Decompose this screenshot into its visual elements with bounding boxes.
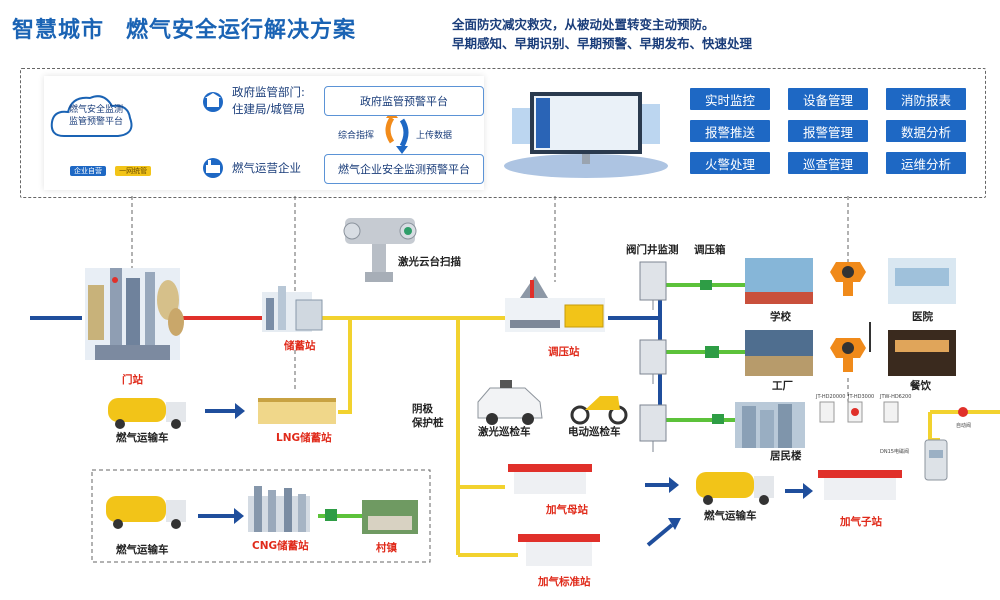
label-gas-truck-2: 燃气运输车 xyxy=(116,544,169,556)
lng-station-graphic xyxy=(258,398,336,424)
badge-row: 企业自营 一网统管 xyxy=(70,158,152,177)
label-dining: 餐饮 xyxy=(910,380,931,392)
page-title: 智慧城市燃气安全运行解决方案 xyxy=(12,12,356,44)
gate-station-graphic xyxy=(85,268,184,360)
label-pressure-station: 调压站 xyxy=(548,346,580,358)
gas-detectors xyxy=(830,262,871,372)
label-gas-truck-3: 燃气运输车 xyxy=(704,510,757,522)
feature-alarm-management[interactable]: 报警管理 xyxy=(788,120,868,142)
label-electric-patrol: 电动巡检车 xyxy=(568,426,621,438)
badge-self: 企业自营 xyxy=(70,166,106,176)
residential-devices xyxy=(819,401,968,481)
label-solenoid-valve: DN15电磁阀 xyxy=(880,449,909,455)
label-gas-truck-1: 燃气运输车 xyxy=(116,432,169,444)
gov-line2: 住建局/城管局 xyxy=(232,102,305,116)
label-gate-station: 门站 xyxy=(122,374,143,386)
gov-dept-label: 政府监管部门: 住建局/城管局 xyxy=(232,84,305,118)
label-cng-station: CNG储蓄站 xyxy=(252,540,309,552)
subtitle-line1: 全面防灾减灾救灾，从被动处置转变主动预防。 xyxy=(452,17,715,32)
gov-line1: 政府监管部门: xyxy=(232,85,305,99)
gov-platform-box[interactable]: 政府监管预警平台 xyxy=(324,86,484,116)
storage-station-graphic xyxy=(262,286,323,332)
dashed-guides xyxy=(131,196,849,410)
feature-fire-handling[interactable]: 火警处理 xyxy=(690,152,770,174)
government-building-icon xyxy=(203,92,223,112)
cathodic-line2: 保护桩 xyxy=(412,417,444,429)
label-village: 村镇 xyxy=(376,542,397,554)
label-school: 学校 xyxy=(770,311,791,323)
pressure-station-graphic xyxy=(505,276,605,332)
label-valve-well: 阀门井监测 xyxy=(626,244,679,256)
title-right: 燃气安全运行解决方案 xyxy=(126,18,357,43)
regulator-boxes xyxy=(325,280,724,521)
subtitle-line2: 早期感知、早期识别、早期预警、早期发布、快速处理 xyxy=(452,36,753,51)
laser-ptz-graphic xyxy=(343,218,417,282)
badge-unified: 一网统管 xyxy=(115,166,152,176)
label-laser-ptz: 激光云台扫描 xyxy=(398,256,461,268)
cloud-icon xyxy=(50,95,133,137)
feature-patrol-management[interactable]: 巡查管理 xyxy=(788,152,868,174)
upload-label: 上传数据 xyxy=(416,131,453,141)
patrol-vehicles xyxy=(477,380,628,425)
enterprise-platform-box[interactable]: 燃气企业安全监测预警平台 xyxy=(324,154,484,184)
cathodic-line1: 阴极 xyxy=(412,403,433,415)
label-storage-station: 储蓄站 xyxy=(284,340,316,352)
label-factory: 工厂 xyxy=(772,380,793,392)
label-device-3: JTW-HD6200 xyxy=(880,394,912,400)
label-device-1: JT-HD20000 xyxy=(816,394,846,400)
cloud-line2: 监管预警平台 xyxy=(68,117,123,127)
flow-arrows xyxy=(198,403,813,547)
label-laser-patrol: 激光巡检车 xyxy=(478,426,531,438)
valve-wells xyxy=(639,261,667,452)
label-standard-station: 加气标准站 xyxy=(538,576,591,588)
building-photos xyxy=(362,258,956,534)
feature-realtime-monitor[interactable]: 实时监控 xyxy=(690,88,770,110)
label-hospital: 医院 xyxy=(912,311,933,323)
feature-alarm-push[interactable]: 报警推送 xyxy=(690,120,770,142)
truck-graphics xyxy=(106,398,774,529)
title-left: 智慧城市 xyxy=(12,18,105,43)
cng-station-graphic xyxy=(248,486,310,532)
cloud-line1: 燃气安全监测 xyxy=(68,105,123,115)
feature-data-analysis[interactable]: 数据分析 xyxy=(886,120,966,142)
label-pressure-box: 调压箱 xyxy=(694,244,726,256)
cloud-platform-label: 燃气安全监测 监管预警平台 xyxy=(58,104,134,128)
feature-ops-analysis[interactable]: 运维分析 xyxy=(886,152,966,174)
feature-device-management[interactable]: 设备管理 xyxy=(788,88,868,110)
label-cathodic-pile: 阴极 保护桩 xyxy=(412,402,444,430)
command-label: 综合指挥 xyxy=(338,131,375,141)
label-lng-station: LNG储蓄站 xyxy=(276,432,332,444)
label-mother-station: 加气母站 xyxy=(546,504,588,516)
label-auto-valve: 自动阀 xyxy=(956,423,972,429)
label-device-2: JT-HD3000 xyxy=(848,394,875,400)
label-sub-station: 加气子站 xyxy=(840,516,882,528)
filling-stations xyxy=(508,464,902,566)
feature-fire-report[interactable]: 消防报表 xyxy=(886,88,966,110)
enterprise-label: 燃气运营企业 xyxy=(232,161,301,175)
label-residential: 居民楼 xyxy=(770,450,802,462)
cng-dashed-box xyxy=(91,469,431,563)
monitor-graphic xyxy=(504,92,668,178)
exchange-arrows-icon xyxy=(385,110,409,154)
factory-icon xyxy=(203,158,223,178)
platform-panel xyxy=(20,68,986,198)
